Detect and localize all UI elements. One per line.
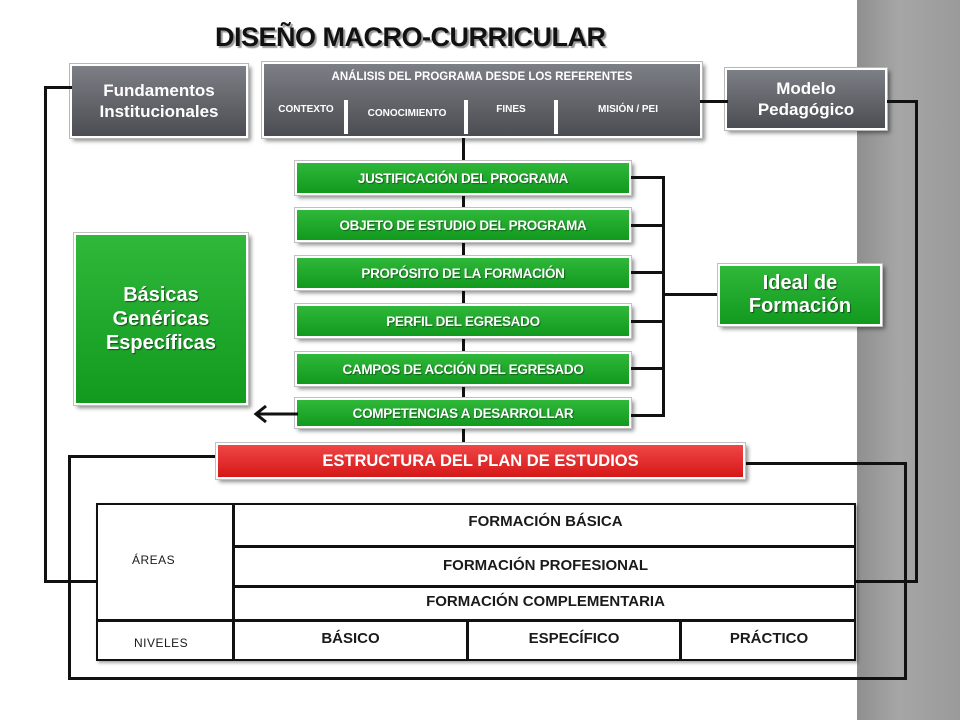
table-divider bbox=[235, 545, 856, 548]
niveles-label: NIVELES bbox=[134, 636, 189, 650]
frame-line bbox=[68, 455, 71, 680]
table-divider bbox=[98, 619, 856, 622]
connector bbox=[44, 86, 72, 89]
connector bbox=[631, 224, 664, 227]
step-label: OBJETO DE ESTUDIO DEL PROGRAMA bbox=[339, 217, 587, 233]
connector bbox=[915, 100, 918, 583]
step-competencias: COMPETENCIAS A DESARROLLAR bbox=[294, 397, 632, 429]
competencia-especificas: Específicas bbox=[105, 332, 217, 354]
plan-table: ÁREAS NIVELES FORMACIÓN BÁSICA FORMACIÓN… bbox=[96, 503, 856, 661]
frame-line bbox=[745, 462, 907, 465]
connector bbox=[631, 414, 664, 417]
step-campos: CAMPOS DE ACCIÓN DEL EGRESADO bbox=[294, 351, 632, 387]
referentes-box: ANÁLISIS DEL PROGRAMA DESDE LOS REFERENT… bbox=[261, 61, 703, 139]
nivel-basico: BÁSICO bbox=[321, 630, 380, 647]
nivel-especifico: ESPECÍFICO bbox=[528, 630, 620, 647]
referente-mision: MISIÓN / PEI bbox=[597, 104, 658, 115]
fundamentos-label: Fundamentos Institucionales bbox=[99, 81, 219, 121]
step-label: PERFIL DEL EGRESADO bbox=[386, 313, 540, 329]
estructura-label: ESTRUCTURA DEL PLAN DE ESTUDIOS bbox=[322, 451, 639, 470]
step-label: PROPÓSITO DE LA FORMACIÓN bbox=[361, 265, 565, 281]
competencias-types-box: Básicas Genéricas Específicas bbox=[73, 232, 249, 406]
connector bbox=[631, 176, 664, 179]
step-label: JUSTIFICACIÓN DEL PROGRAMA bbox=[357, 170, 569, 186]
frame-line bbox=[904, 462, 907, 680]
connector bbox=[855, 580, 918, 583]
fundamentos-box: Fundamentos Institucionales bbox=[69, 63, 249, 139]
referentes-header: ANÁLISIS DEL PROGRAMA DESDE LOS REFERENT… bbox=[331, 71, 633, 83]
step-label: CAMPOS DE ACCIÓN DEL EGRESADO bbox=[342, 361, 584, 377]
modelo-box: Modelo Pedagógico bbox=[724, 67, 888, 131]
frame-line bbox=[68, 455, 218, 458]
step-justificacion: JUSTIFICACIÓN DEL PROGRAMA bbox=[294, 160, 632, 196]
referente-contexto: CONTEXTO bbox=[278, 104, 334, 115]
referente-fines: FINES bbox=[496, 104, 526, 115]
connector bbox=[662, 293, 720, 296]
area-basica: FORMACIÓN BÁSICA bbox=[468, 513, 623, 530]
left-arrow-icon bbox=[253, 404, 298, 424]
frame-line bbox=[68, 677, 907, 680]
step-label: COMPETENCIAS A DESARROLLAR bbox=[352, 405, 574, 421]
area-profesional: FORMACIÓN PROFESIONAL bbox=[443, 557, 648, 574]
divider bbox=[464, 100, 468, 134]
modelo-label: Modelo Pedagógico bbox=[757, 79, 855, 119]
ideal-label: Ideal de Formación bbox=[748, 272, 852, 317]
step-objeto: OBJETO DE ESTUDIO DEL PROGRAMA bbox=[294, 207, 632, 243]
referente-conocimiento: CONOCIMIENTO bbox=[367, 108, 447, 119]
nivel-practico: PRÁCTICO bbox=[729, 630, 809, 647]
connector bbox=[44, 86, 47, 583]
area-complementaria: FORMACIÓN COMPLEMENTARIA bbox=[426, 593, 665, 610]
connector bbox=[631, 320, 664, 323]
diagram-title: DISEÑO MACRO-CURRICULAR bbox=[215, 22, 606, 52]
table-divider bbox=[235, 585, 856, 588]
divider bbox=[554, 100, 558, 134]
divider bbox=[344, 100, 348, 134]
table-divider bbox=[466, 622, 469, 659]
estructura-box: ESTRUCTURA DEL PLAN DE ESTUDIOS bbox=[215, 442, 746, 480]
competencia-basicas: Básicas bbox=[123, 284, 199, 306]
competencia-genericas: Genéricas bbox=[112, 308, 210, 330]
step-perfil: PERFIL DEL EGRESADO bbox=[294, 303, 632, 339]
ideal-box: Ideal de Formación bbox=[717, 263, 883, 327]
connector bbox=[700, 100, 728, 103]
connector bbox=[631, 271, 664, 274]
areas-label: ÁREAS bbox=[132, 553, 176, 567]
central-connector bbox=[462, 138, 465, 448]
connector bbox=[631, 367, 664, 370]
table-divider bbox=[232, 505, 235, 659]
connector bbox=[662, 176, 665, 417]
table-divider bbox=[679, 622, 682, 659]
step-proposito: PROPÓSITO DE LA FORMACIÓN bbox=[294, 255, 632, 291]
connector bbox=[887, 100, 918, 103]
